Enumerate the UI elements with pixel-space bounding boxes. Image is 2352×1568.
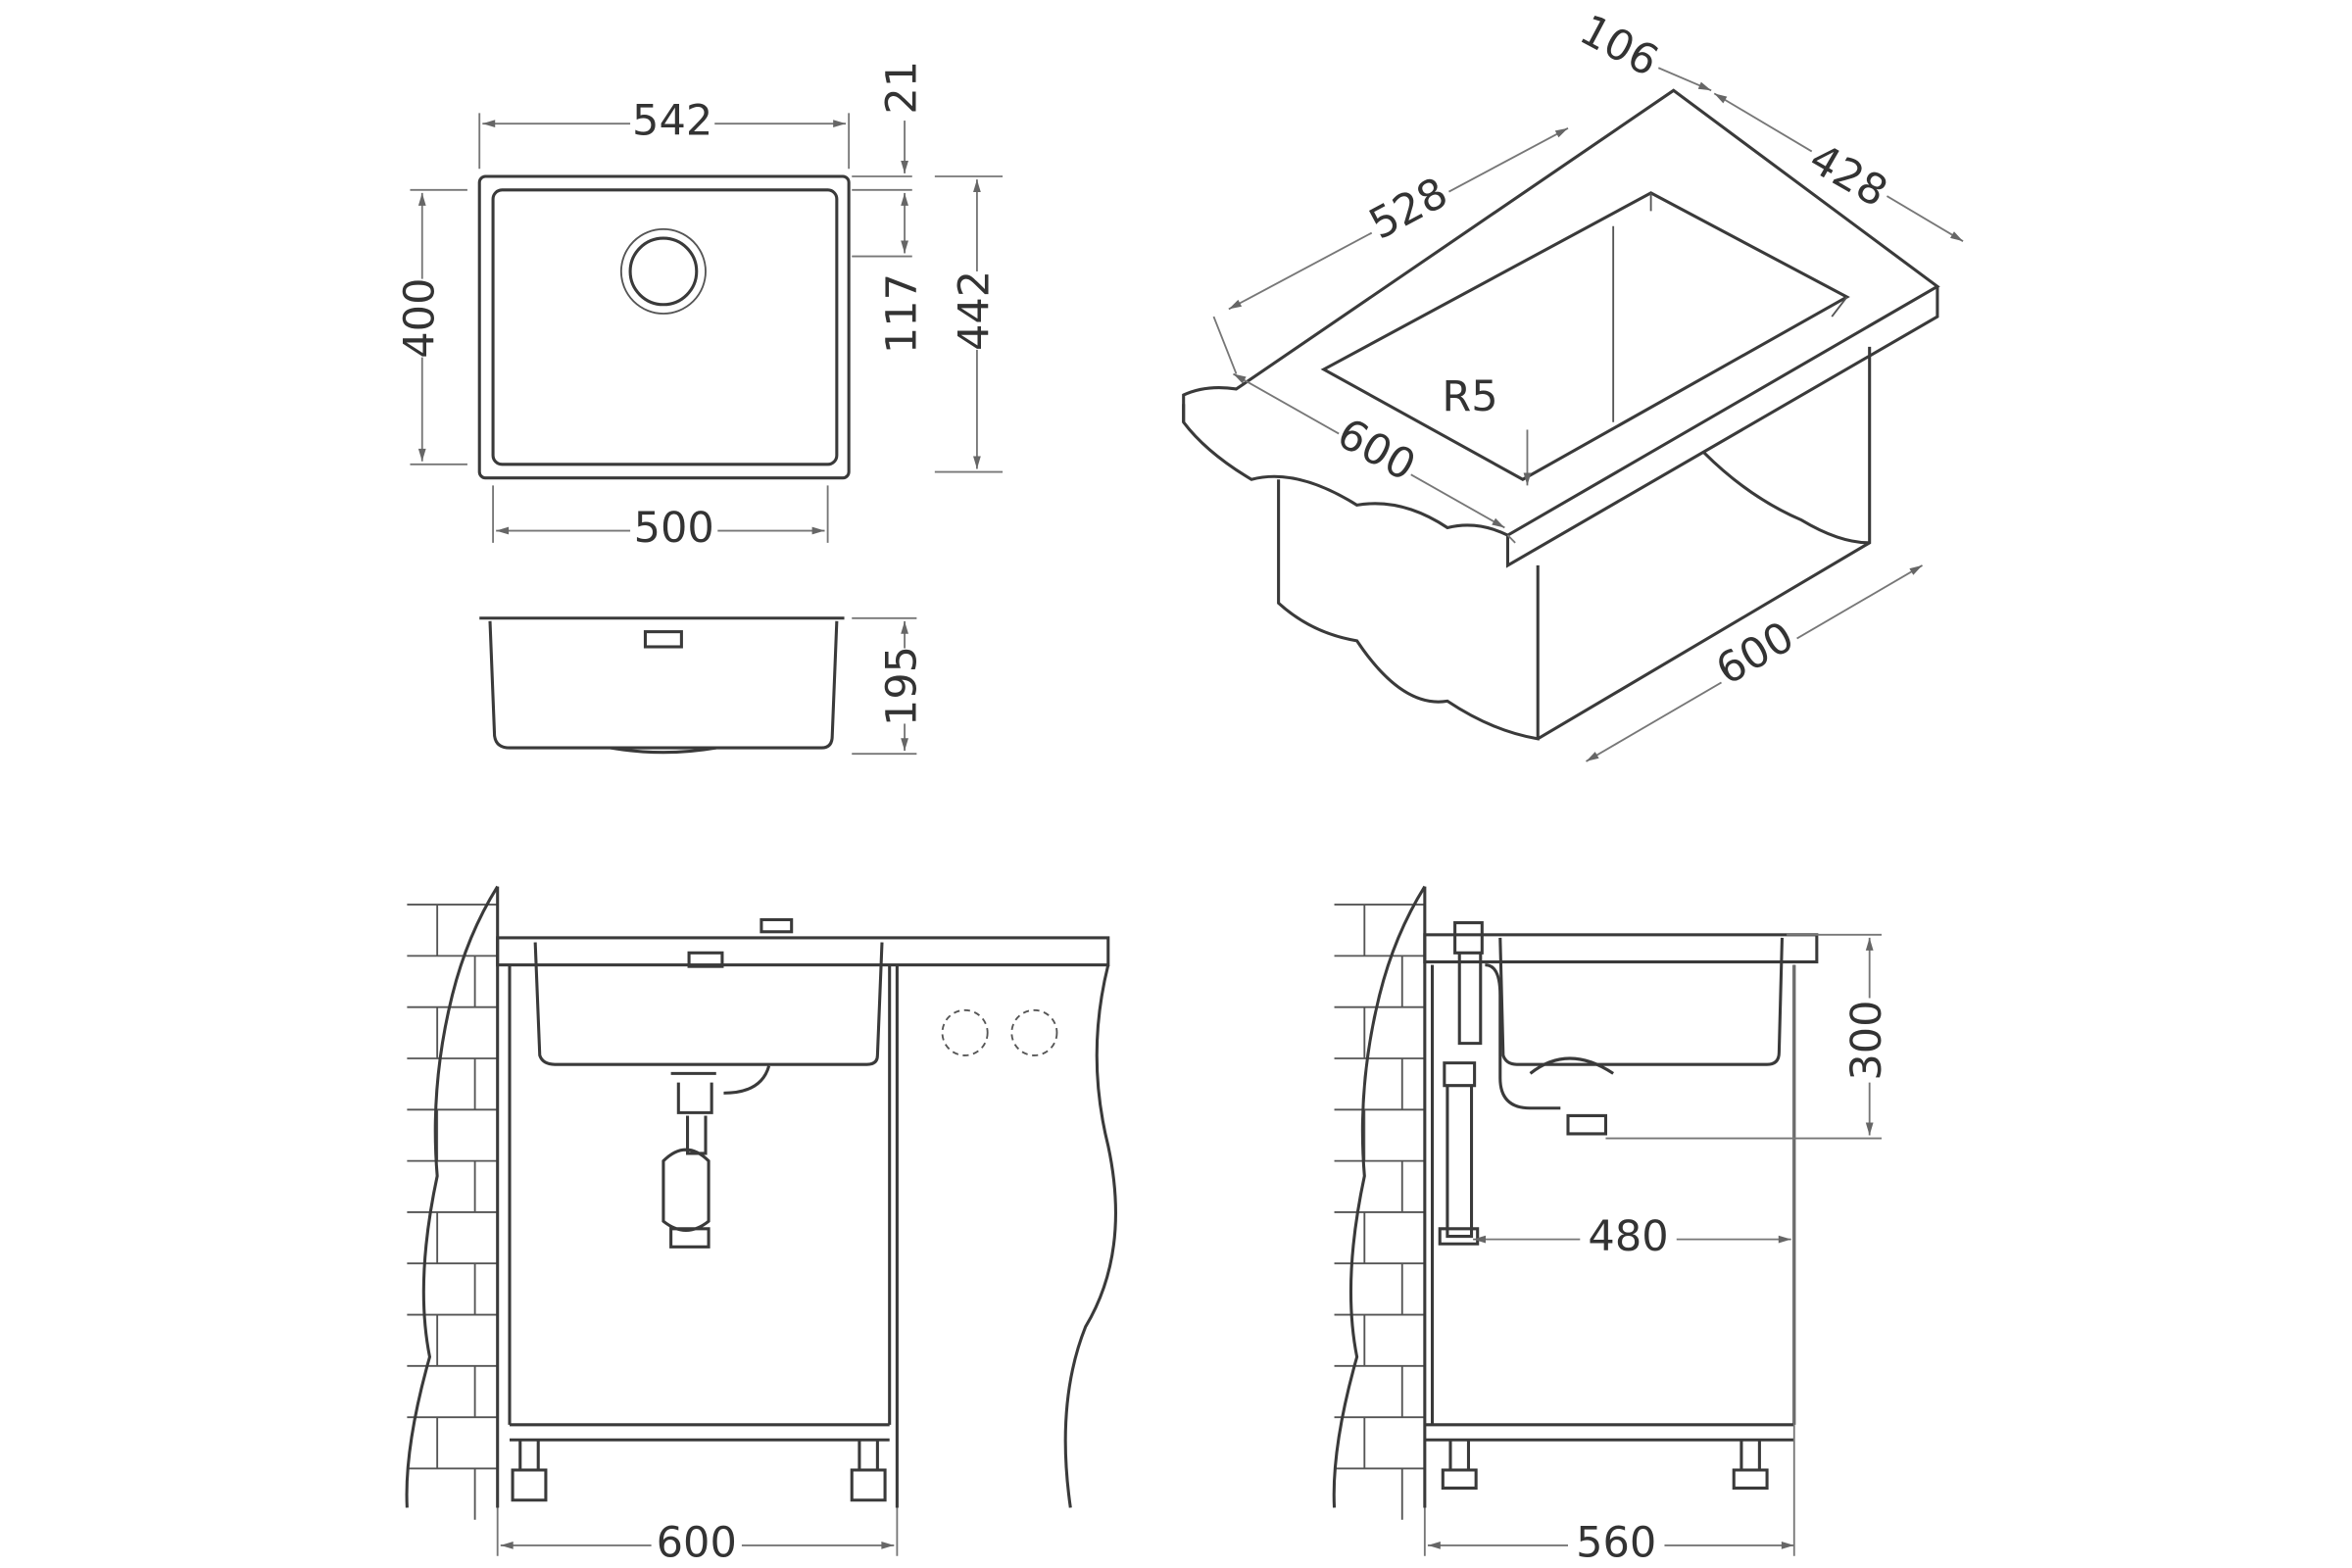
brick-course (1334, 1108, 1425, 1161)
brick-course (407, 1467, 498, 1520)
brick-course (407, 1364, 498, 1418)
dim-400: 400 (395, 278, 444, 359)
brick-wall (1334, 904, 1425, 1520)
sink-outer-rim (477, 174, 851, 480)
brick-course (407, 904, 498, 956)
brick-course (1334, 955, 1425, 1007)
brick-course (1334, 1159, 1425, 1212)
top-view: 542 500 400 442 21 117 (395, 61, 1004, 553)
countertop (496, 936, 1110, 967)
brick-course (407, 1313, 498, 1366)
brick-course (1334, 1416, 1425, 1469)
brick-course (1334, 1467, 1425, 1520)
dim-560: 560 (1576, 1518, 1656, 1567)
dim-442: 442 (950, 270, 999, 351)
dim-106: 106 (1572, 6, 1666, 87)
brick-course (407, 1057, 498, 1110)
dim-300: 300 (1842, 1000, 1891, 1080)
brick-course (1334, 1262, 1425, 1315)
drain-flange (619, 227, 707, 315)
sink-bowl (533, 942, 884, 1066)
brick-course (1334, 1364, 1425, 1418)
side-install-view: 300 480 560 (1332, 885, 1891, 1567)
brick-course (1334, 904, 1425, 956)
brick-course (407, 1108, 498, 1161)
dishwasher-hole (941, 1008, 989, 1056)
drain-icon (628, 236, 699, 307)
dim-195: 195 (878, 646, 927, 726)
dim-r5: R5 (1442, 372, 1497, 421)
brick-course (407, 1416, 498, 1469)
dishwasher-hole (1010, 1008, 1058, 1056)
dim-600-counter: 600 (1329, 410, 1423, 492)
isometric-view: 600 528 106 428 R5 600 (1182, 6, 1964, 762)
brick-course (1334, 1313, 1425, 1366)
brick-course (407, 1211, 498, 1264)
brick-course (407, 955, 498, 1007)
sink-bowl (1498, 937, 1784, 1066)
countertop (1423, 933, 1819, 964)
dim-542: 542 (632, 97, 712, 146)
brick-course (1334, 1005, 1425, 1058)
front-install-view: 600 (405, 885, 1117, 1567)
dim-21: 21 (878, 61, 927, 115)
brick-course (1334, 1211, 1425, 1264)
dim-117: 117 (878, 273, 927, 354)
dim-500: 500 (634, 504, 714, 553)
side-section-view: 195 (479, 616, 927, 756)
brick-course (1334, 1057, 1425, 1110)
brick-course (407, 1159, 498, 1212)
dim-600-front: 600 (657, 1518, 737, 1567)
overflow-slot (643, 630, 683, 649)
brick-course (407, 1262, 498, 1315)
sink-inner-bowl (491, 188, 839, 466)
brick-wall (407, 904, 498, 1520)
brick-course (407, 1005, 498, 1058)
dim-480: 480 (1588, 1212, 1668, 1261)
